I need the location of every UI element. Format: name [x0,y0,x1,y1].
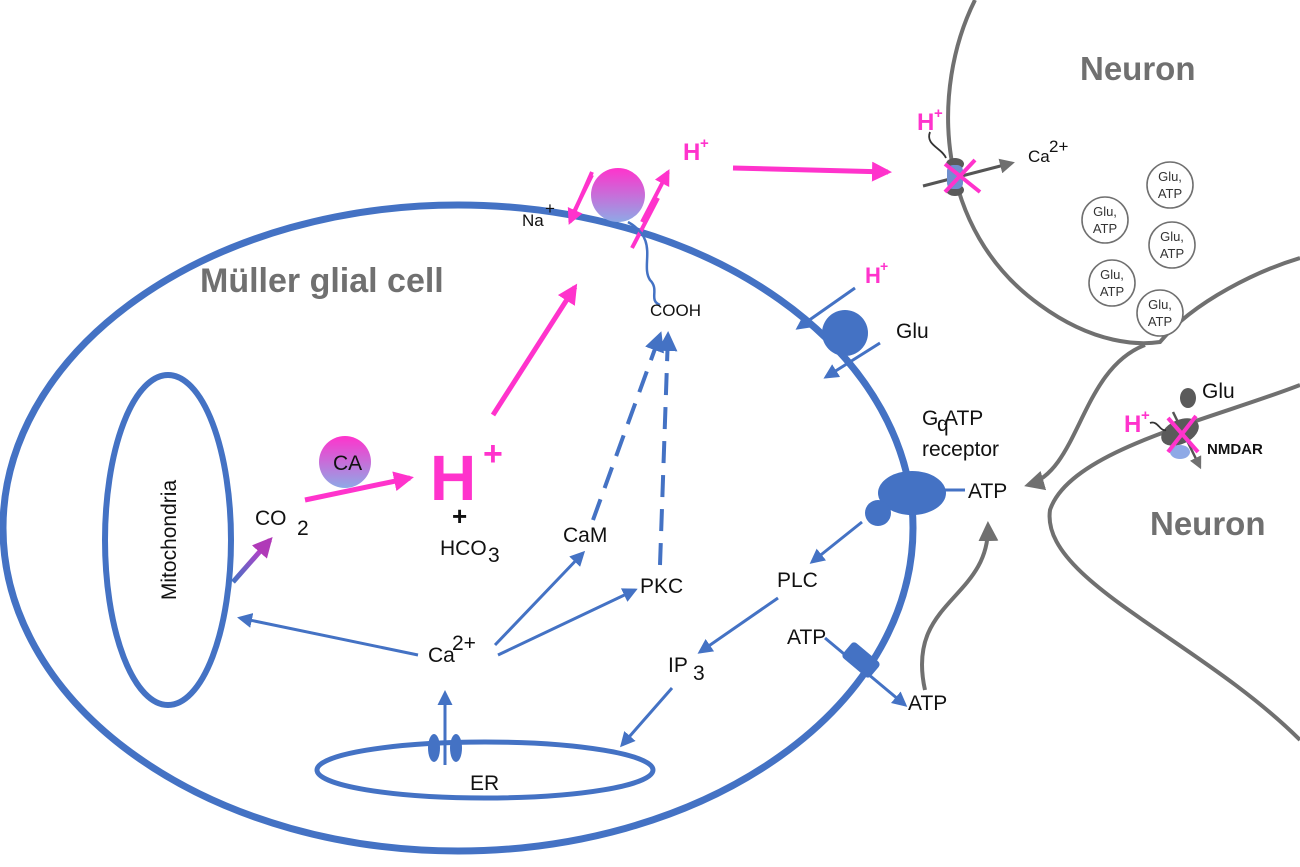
neuron-h-label: H [917,109,934,136]
svg-text:3: 3 [693,662,705,685]
nmdar-h-label: H [1124,411,1141,438]
neuron-bottom-title: Neuron [1150,505,1266,542]
muller-cell-title: Müller glial cell [200,262,444,300]
glu-transporter-label: Glu [896,320,929,343]
proton-efflux-arrow [732,161,892,182]
release-arrow-neuron [1024,343,1146,491]
svg-text:Glu,: Glu, [1148,297,1172,312]
receptor-atp-label: ATP [968,480,1007,503]
neuron-ca-label: Ca [1028,147,1050,166]
ca-enzyme-label: CA [333,452,362,475]
hco3-label: HCO [440,537,487,560]
carbonic-anhydrase-reaction: CO 2 CA H + + HCO 3 [231,283,578,584]
co2-label: CO [255,507,287,530]
glu-transporter: H + Glu [795,258,929,379]
signalling-arrows [237,331,863,748]
neuron-bottom: Neuron [1047,383,1300,742]
na-label: Na [522,211,544,230]
svg-text:ATP: ATP [1148,314,1172,329]
muller-cell-membrane [0,201,917,855]
plus-sign: + [452,501,467,531]
svg-text:Glu,: Glu, [1158,169,1182,184]
vesicle: Glu, ATP [1146,161,1194,209]
ip3-label: IP [668,654,688,677]
cooh-label: COOH [650,301,701,320]
h-proton-big: H [430,442,476,514]
vesicle-group: Glu, ATP Glu, ATP Glu, ATP Glu, ATP Glu,… [1081,161,1196,337]
svg-text:Glu,: Glu, [1093,204,1117,219]
mitochondria: Mitochondria [102,372,234,708]
neuron-bottom-membrane [1047,383,1300,742]
glu-transporter-h-label: H [865,263,881,288]
ca-enzyme [319,436,371,488]
neuron-ca-channel: H + Ca 2+ [917,105,1068,196]
svg-text:+: + [483,435,503,473]
pkc-label: PKC [640,575,683,598]
nmdar-receptor: H + Glu NMDAR [1124,380,1263,470]
receptor-label: receptor [922,438,999,461]
cam-label: CaM [563,524,607,547]
svg-text:ATP: ATP [1093,221,1117,236]
svg-text:+: + [934,105,943,122]
vesicle: Glu, ATP [1136,289,1184,337]
endoplasmic-reticulum: ER [314,690,656,801]
svg-text:+: + [1141,407,1150,424]
vesicle: Glu, ATP [1088,259,1136,307]
atp-channel-in-label: ATP [787,626,826,649]
na-h-exchanger: Na + H + COOH [522,135,709,320]
svg-text:Glu,: Glu, [1100,267,1124,282]
er-label: ER [470,772,499,795]
gq-atp-receptor: G q ATP receptor ATP [865,407,1007,526]
svg-text:ATP: ATP [1158,186,1182,201]
svg-text:3: 3 [488,544,500,567]
exchanger-tail [627,220,661,307]
atp-release-channel: ATP ATP [787,626,947,715]
svg-text:ATP: ATP [944,407,983,430]
svg-text:ATP: ATP [1100,284,1124,299]
neuron-top: Neuron [946,0,1300,346]
svg-text:+: + [545,199,555,218]
plc-label: PLC [777,569,818,592]
atp-channel-out-label: ATP [908,692,947,715]
svg-text:2+: 2+ [452,632,476,655]
vesicle: Glu, ATP [1148,221,1196,269]
svg-text:2+: 2+ [1049,137,1068,156]
gq-label: G [922,407,938,430]
ca-center-label: Ca [428,644,455,667]
nmdar-label: NMDAR [1207,441,1263,458]
nmdar-glu-label: Glu [1202,380,1235,403]
svg-text:+: + [880,258,888,274]
mitochondria-label: Mitochondria [158,480,181,601]
neuron-top-membrane [946,0,1300,346]
exchanger-h-label: H [683,139,700,166]
svg-text:ATP: ATP [1160,246,1184,261]
vesicle: Glu, ATP [1081,196,1129,244]
svg-text:Glu,: Glu, [1160,229,1184,244]
release-arrow-glia [920,521,999,691]
svg-text:2: 2 [297,517,309,540]
svg-text:q: q [937,413,949,436]
svg-text:+: + [700,135,709,152]
neuron-top-title: Neuron [1080,50,1196,87]
